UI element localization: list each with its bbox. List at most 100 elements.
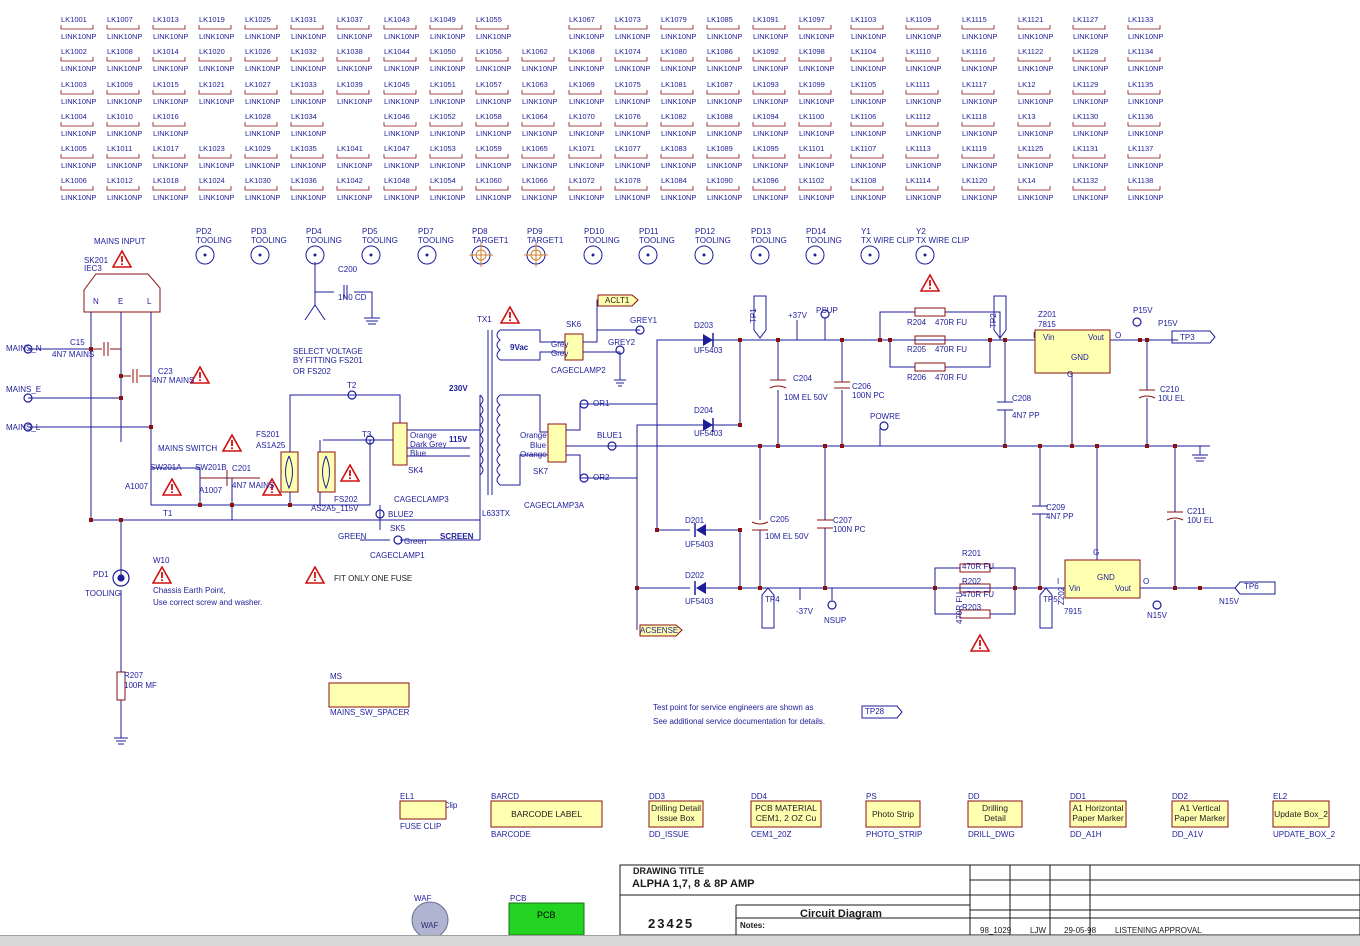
- link-designator: LK1018: [153, 176, 179, 185]
- tooling-designator: PD5: [362, 227, 378, 236]
- box-footprint: DD_A1V: [1172, 830, 1204, 839]
- link-value: LINK10NP: [1018, 97, 1053, 106]
- link-value: LINK10NP: [569, 193, 604, 202]
- link-designator: LK1002: [61, 47, 87, 56]
- circuit-label: C206: [852, 382, 872, 391]
- waf-seal-text: WAF: [421, 921, 439, 930]
- box-footprint: PHOTO_STRIP: [866, 830, 922, 839]
- link-value: LINK10NP: [851, 129, 886, 138]
- circuit-label: 470R FU: [935, 318, 967, 327]
- circuit-label: TP2: [989, 313, 998, 328]
- link-value: LINK10NP: [107, 97, 142, 106]
- circuit-label: 470R FU: [955, 592, 964, 624]
- link-value: LINK10NP: [199, 161, 234, 170]
- circuit-label: Orange: [410, 431, 437, 440]
- link-designator: LK1100: [799, 112, 824, 121]
- link-designator: LK1070: [569, 112, 595, 121]
- warning-icon: [222, 434, 242, 452]
- link-designator: LK1080: [661, 47, 687, 56]
- link-designator: LK1027: [245, 80, 271, 89]
- link-value: LINK10NP: [799, 161, 834, 170]
- link-array: LK1001LINK10NPLK1007LINK10NPLK1013LINK10…: [60, 15, 1163, 202]
- link-value: LINK10NP: [384, 193, 419, 202]
- circuit-label: Vout: [1088, 333, 1105, 342]
- link-designator: LK1003: [61, 80, 87, 89]
- link-designator: LK1057: [476, 80, 502, 89]
- circuit-label: Dark Grey: [410, 440, 446, 449]
- circuit-label: 4N7 MAINS: [232, 481, 274, 490]
- link-value: LINK10NP: [291, 97, 326, 106]
- circuit-label: MAINS_E: [6, 385, 41, 394]
- link-value: LINK10NP: [61, 32, 96, 41]
- tooling-designator: PD13: [751, 227, 772, 236]
- link-designator: LK1050: [430, 47, 456, 56]
- circuit-label: C211: [1187, 507, 1206, 516]
- circuit-label: L633TX: [482, 509, 511, 518]
- link-designator: LK1008: [107, 47, 133, 56]
- link-designator: LK1113: [906, 144, 931, 153]
- link-designator: LK1032: [291, 47, 317, 56]
- link-value: LINK10NP: [906, 193, 941, 202]
- tp6-port: [1234, 581, 1276, 595]
- warning-icon: [305, 566, 325, 584]
- link-designator: LK1024: [199, 176, 225, 185]
- circuit-label: 115V: [449, 435, 468, 444]
- link-value: LINK10NP: [476, 97, 511, 106]
- link-designator: LK1112: [906, 112, 931, 121]
- circuit-label: P15V: [1133, 306, 1153, 315]
- link-value: LINK10NP: [569, 161, 604, 170]
- revision-by: LJW: [1030, 926, 1046, 935]
- link-designator: LK1047: [384, 144, 410, 153]
- link-designator: LK1069: [569, 80, 595, 89]
- link-designator: LK1033: [291, 80, 317, 89]
- link-value: LINK10NP: [707, 97, 742, 106]
- link-value: LINK10NP: [199, 32, 234, 41]
- link-designator: LK1015: [153, 80, 179, 89]
- link-designator: LK1116: [962, 47, 987, 56]
- link-value: LINK10NP: [1128, 97, 1163, 106]
- circuit-label: TP6: [1244, 582, 1259, 591]
- circuit-label: C23: [158, 367, 173, 376]
- circuit-label: T2: [347, 381, 357, 390]
- circuit-label: TP4: [765, 595, 780, 604]
- link-value: LINK10NP: [753, 32, 788, 41]
- circuit-label: R201: [962, 549, 982, 558]
- link-designator: LK1068: [569, 47, 595, 56]
- tooling-designator: PD4: [306, 227, 322, 236]
- pcb-box-text: PCB: [537, 910, 556, 920]
- box-text: Drilling Detail: [651, 803, 701, 813]
- circuit-label: 7915: [1064, 607, 1082, 616]
- circuit-label: C201: [232, 464, 252, 473]
- link-designator: LK1012: [107, 176, 133, 185]
- box-text: Detail: [984, 813, 1006, 823]
- circuit-label: Orange: [520, 431, 547, 440]
- circuit-label: MAINS INPUT: [94, 237, 146, 246]
- circuit-label: N15V: [1219, 597, 1240, 606]
- link-designator: LK1043: [384, 15, 410, 24]
- circuit-label: R207: [124, 671, 144, 680]
- link-value: LINK10NP: [1128, 193, 1163, 202]
- link-value: LINK10NP: [962, 97, 997, 106]
